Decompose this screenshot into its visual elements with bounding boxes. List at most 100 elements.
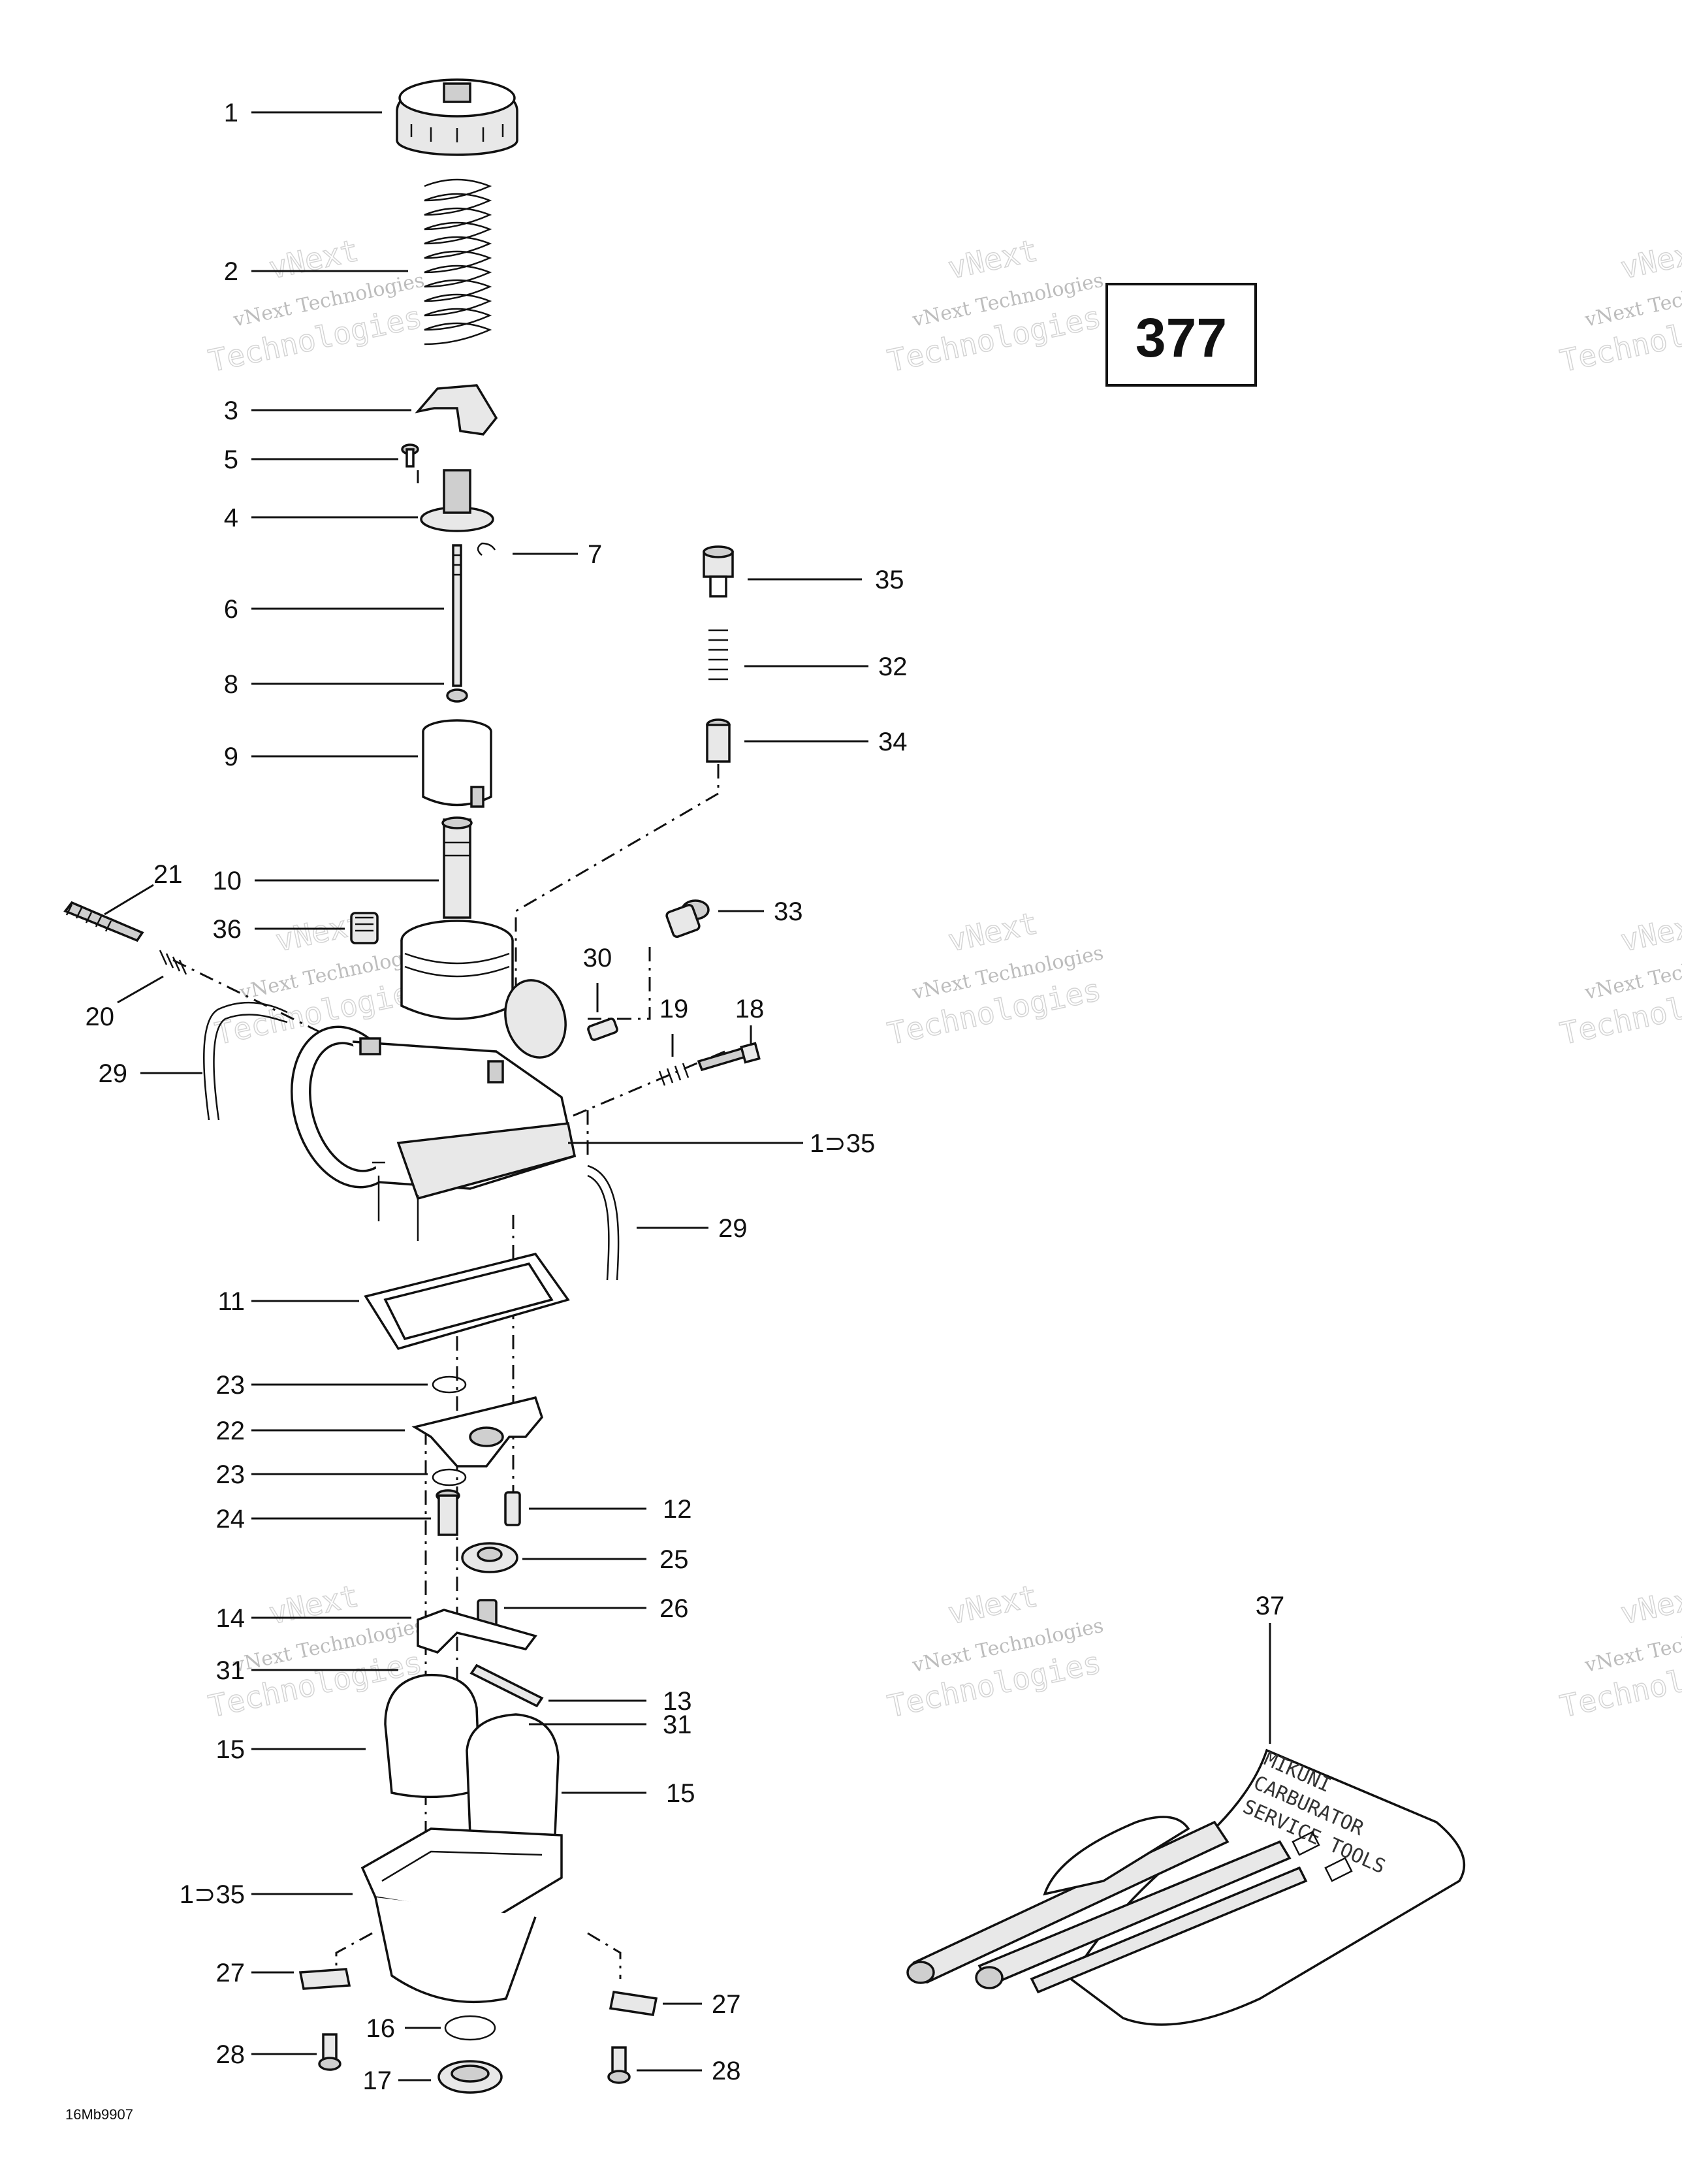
callout-28-right: 28: [712, 2057, 741, 2085]
part-spring-32: [708, 629, 728, 681]
watermark-corner: vNext: [1617, 905, 1682, 959]
callout-16: 16: [366, 2014, 396, 2043]
callout-8: 8: [224, 670, 238, 699]
callout-24: 24: [216, 1505, 246, 1534]
part-cap-33: [665, 899, 710, 939]
part-fitting-30: [587, 1018, 618, 1041]
part-cap-36: [350, 912, 379, 944]
part-screw-28-right: [607, 2046, 631, 2084]
watermark-9: vNext vNext Technologies Technologies: [1557, 1577, 1682, 1724]
part-jet-24: [436, 1489, 460, 1536]
page-number-box: 377: [1105, 283, 1257, 387]
callout-13: 13: [663, 1687, 692, 1716]
watermark-corner: vNext: [266, 1578, 362, 1631]
callout-6: 6: [224, 595, 238, 624]
callout-29-right: 29: [718, 1214, 748, 1243]
part-jet-12: [504, 1491, 521, 1526]
callout-21: 21: [153, 860, 183, 889]
callout-5: 5: [224, 445, 238, 474]
callout-2: 2: [224, 257, 238, 286]
callout-14: 14: [216, 1604, 246, 1633]
callout-34: 34: [878, 728, 908, 756]
callout-37: 37: [1256, 1592, 1285, 1620]
part-screw-5: [401, 443, 419, 468]
part-float-left: [384, 1673, 481, 1799]
watermark-2: vNext vNext Technologies Technologies: [884, 232, 1105, 379]
part-oring-16: [444, 2015, 496, 2041]
callout-28-left: 28: [216, 2040, 246, 2069]
callout-12: 12: [663, 1495, 692, 1524]
watermark-1: vNext vNext Technologies Technologies: [205, 232, 426, 379]
part-cap: [396, 78, 518, 156]
callout-18: 18: [735, 995, 765, 1023]
drawing-code: 16Mb9907: [65, 2106, 133, 2123]
callout-32: 32: [878, 652, 908, 681]
callout-7: 7: [588, 540, 602, 569]
part-plate-22: [411, 1396, 543, 1468]
part-plug-17: [437, 2060, 503, 2094]
part-bracket: [415, 384, 498, 436]
leader-lines: [104, 111, 1271, 2081]
watermark-corner: vNext: [266, 233, 362, 286]
part-clamp-27-left: [298, 1968, 351, 1990]
part-carb-body: [291, 920, 577, 1241]
watermark-6: vNext vNext Technologies Technologies: [1557, 905, 1682, 1052]
callout-1: 1: [224, 99, 238, 127]
callout-27-left: 27: [216, 1959, 246, 1987]
part-float-right: [466, 1713, 560, 1843]
callout-10: 10: [213, 867, 242, 895]
part-needle-holder: [420, 469, 494, 532]
callout-30: 30: [583, 944, 612, 972]
callout-29-left: 29: [99, 1059, 128, 1088]
callout-33: 33: [774, 897, 803, 926]
part-pin-13: [469, 1663, 544, 1708]
callout-20: 20: [86, 1003, 115, 1031]
watermark-corner: vNext: [945, 905, 1041, 959]
part-oring-23-top: [432, 1375, 467, 1394]
part-clip-7: [477, 542, 496, 556]
callout-31-right: 31: [663, 1710, 692, 1739]
part-spring-20: [159, 950, 187, 975]
callout-36: 36: [213, 915, 242, 944]
callout-23-upper: 23: [216, 1371, 246, 1400]
callout-22: 22: [216, 1417, 246, 1445]
callout-31-left: 31: [216, 1656, 246, 1685]
part-gasket-11: [364, 1253, 570, 1351]
page-number: 377: [1135, 307, 1227, 368]
part-needle-jet: [441, 816, 473, 919]
callout-1-35-lower: 1⊃35: [180, 1880, 245, 1909]
watermark-3: vNext vNext Technologies Technologies: [1557, 232, 1682, 379]
part-washer-8: [446, 688, 468, 703]
watermark-5: vNext vNext Technologies Technologies: [884, 905, 1105, 1052]
part-float-bowl: [360, 1827, 563, 2004]
part-clamp-27-right: [609, 1991, 658, 2016]
part-hose-left: [203, 1001, 288, 1121]
part-slide: [422, 719, 492, 808]
callout-3: 3: [224, 396, 238, 425]
part-hose-right: [587, 1164, 620, 1281]
callout-9: 9: [224, 743, 238, 771]
callout-25: 25: [659, 1545, 689, 1574]
callout-19: 19: [659, 995, 689, 1023]
callout-26: 26: [659, 1594, 689, 1623]
callout-11: 11: [217, 1287, 245, 1316]
part-screw-18: [697, 1042, 761, 1072]
part-spring: [424, 178, 492, 345]
watermark-corner: vNext: [945, 1578, 1041, 1631]
callout-23-lower: 23: [216, 1460, 246, 1489]
part-seat-25: [461, 1542, 518, 1573]
part-tool-kit: MIKUNI CARBURATOR SERVICE TOOLS: [906, 1748, 1466, 2026]
page-number-frame: [1105, 283, 1257, 387]
callout-4: 4: [224, 504, 238, 532]
callout-27-right: 27: [712, 1990, 741, 2019]
callout-15-right: 15: [666, 1779, 695, 1808]
callout-1-35-upper: 1⊃35: [810, 1129, 875, 1158]
part-oring-23-bottom: [432, 1468, 467, 1486]
part-plunger-34: [706, 718, 731, 763]
part-screw-19: [658, 1063, 690, 1086]
watermark-corner: vNext: [1617, 1578, 1682, 1631]
part-pilot-air-screw: [63, 901, 144, 942]
part-screw-28-left: [318, 2033, 341, 2071]
callout-15-left: 15: [216, 1735, 246, 1764]
